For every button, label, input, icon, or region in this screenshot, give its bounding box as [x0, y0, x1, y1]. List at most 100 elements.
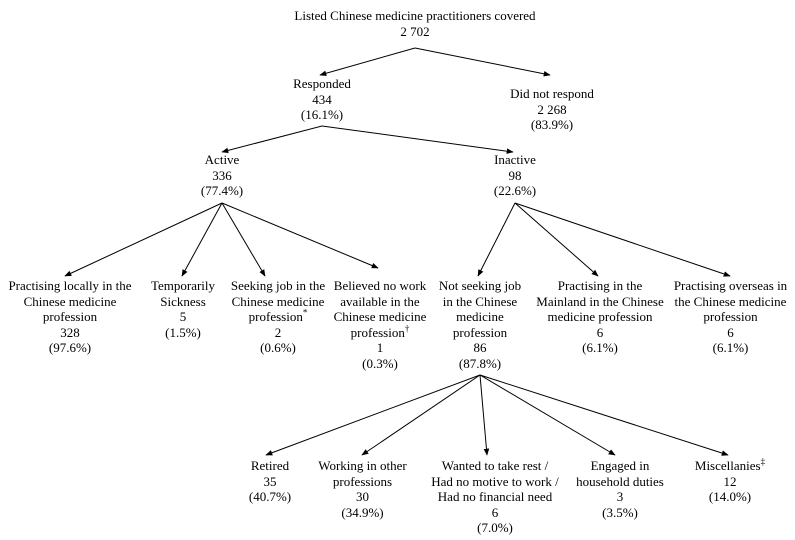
footnote-mark: *: [302, 307, 308, 318]
node-seeking-job-line-text: profession: [248, 309, 303, 324]
node-household-line: Engaged in: [590, 458, 650, 473]
footnote-mark: †: [404, 323, 410, 334]
node-active-pct: (77.4%): [200, 183, 244, 198]
node-believed-line: profession†: [325, 323, 435, 341]
node-miscellanies-count: 12: [723, 473, 737, 489]
node-working-other: Working in other professions 30 (34.9%): [305, 458, 420, 520]
node-mainland-line: Mainland in the Chinese: [536, 293, 664, 309]
node-miscellanies: Miscellanies‡ 12 (14.0%): [680, 456, 780, 505]
edge-root-did-not-respond: [414, 47, 551, 77]
node-inactive-label: Inactive: [494, 152, 536, 167]
node-miscellanies-pct: (14.0%): [708, 489, 752, 504]
node-seeking-job-count: 2: [274, 324, 282, 340]
node-household-count: 3: [616, 489, 624, 504]
node-overseas-line: the Chinese medicine: [674, 293, 787, 309]
footnote-mark: ‡: [760, 456, 766, 467]
edge-notseeking-household: [479, 374, 616, 456]
node-active: Active 336 (77.4%): [172, 152, 272, 199]
node-responded-pct: (16.1%): [300, 107, 344, 122]
node-miscellanies-line: Miscellanies‡: [680, 456, 780, 474]
node-overseas-count: 6: [727, 324, 734, 340]
node-not-seeking-line: Not seeking job: [438, 278, 522, 293]
node-did-not-respond-pct: (83.9%): [530, 117, 574, 132]
node-not-seeking-line: profession: [452, 324, 508, 340]
edge-inactive-mainland: [514, 202, 599, 277]
node-practising-mainland: Practising in the Mainland in the Chines…: [530, 278, 670, 356]
node-seeking-job: Seeking job in the Chinese medicine prof…: [222, 278, 334, 356]
node-miscellanies-line-text: Miscellanies: [694, 458, 761, 473]
node-inactive-count: 98: [508, 167, 522, 183]
node-retired: Retired 35 (40.7%): [240, 458, 300, 505]
edge-notseeking-wanted-rest: [479, 374, 490, 456]
node-root: Listed Chinese medicine practitioners co…: [265, 8, 565, 39]
node-not-seeking-count: 86: [473, 340, 487, 355]
edge-responded-inactive: [321, 125, 514, 154]
node-practising-locally-line: Chinese medicine: [23, 293, 117, 309]
edge-active-practising-locally: [64, 202, 223, 277]
node-did-not-respond-count: 2 268: [537, 101, 567, 117]
node-wanted-rest-line: Wanted to take rest /: [441, 458, 549, 473]
node-believed-line-text: profession: [350, 324, 405, 340]
node-household: Engaged in household duties 3 (3.5%): [565, 458, 675, 520]
node-wanted-rest-line: Had no motive to work /: [431, 473, 559, 489]
node-seeking-job-line: profession*: [222, 307, 334, 325]
edge-responded-active: [221, 125, 323, 154]
node-wanted-rest-line: Had no financial need: [437, 489, 553, 504]
edge-inactive-overseas: [514, 202, 731, 277]
node-retired-count: 35: [263, 473, 277, 489]
node-mainland-count: 6: [596, 324, 604, 340]
node-root-count: 2 702: [400, 23, 430, 39]
node-root-label: Listed Chinese medicine practitioners co…: [294, 8, 536, 23]
node-temporarily-count: 5: [179, 309, 187, 324]
node-not-seeking-pct: (87.8%): [458, 355, 502, 371]
node-inactive: Inactive 98 (22.6%): [465, 152, 565, 199]
node-did-not-respond-label: Did not respond: [510, 86, 594, 101]
node-practising-locally-line: profession: [42, 309, 98, 324]
node-active-count: 336: [212, 167, 232, 183]
node-working-other-line: professions: [332, 473, 393, 489]
edge-notseeking-working-other: [361, 374, 481, 456]
node-not-seeking: Not seeking job in the Chinese medicine …: [428, 278, 532, 371]
edge-active-seeking-job: [221, 202, 266, 277]
node-household-line: household duties: [576, 473, 664, 489]
node-working-other-line: Working in other: [318, 458, 407, 473]
node-believed-line: Believed no work: [333, 278, 427, 293]
node-practising-overseas: Practising overseas in the Chinese medic…: [668, 278, 793, 356]
node-retired-pct: (40.7%): [248, 489, 292, 504]
node-overseas-line: Practising overseas in: [673, 278, 788, 293]
node-did-not-respond: Did not respond 2 268 (83.9%): [487, 86, 617, 133]
node-believed-pct: (0.3%): [362, 355, 398, 371]
node-seeking-job-pct: (0.6%): [260, 340, 296, 355]
node-practising-locally: Practising locally in the Chinese medici…: [0, 278, 140, 356]
node-practising-locally-line: Practising locally in the: [8, 278, 132, 293]
node-not-seeking-line: medicine: [456, 309, 504, 324]
node-temporarily-line: Temporarily: [150, 278, 216, 293]
node-responded-label: Responded: [293, 76, 351, 91]
node-working-other-pct: (34.9%): [341, 504, 384, 520]
node-believed-line: Chinese medicine: [333, 309, 427, 324]
node-wanted-rest-pct: (7.0%): [477, 520, 513, 535]
node-overseas-pct: (6.1%): [712, 340, 749, 355]
node-believed-count: 1: [376, 340, 384, 355]
node-seeking-job-line: Seeking job in the: [230, 278, 326, 293]
node-believed-no-work: Believed no work available in the Chines…: [325, 278, 435, 371]
edge-inactive-not-seeking: [477, 202, 516, 277]
node-not-seeking-line: in the Chinese: [442, 293, 518, 309]
edge-root-responded: [319, 47, 416, 76]
node-temporarily-line: Sickness: [160, 293, 206, 309]
edge-active-temporarily: [181, 202, 223, 277]
edge-active-believed: [221, 202, 379, 269]
node-wanted-rest: Wanted to take rest / Had no motive to w…: [420, 458, 570, 536]
node-inactive-pct: (22.6%): [493, 183, 537, 198]
node-temporarily-sickness: Temporarily Sickness 5 (1.5%): [138, 278, 228, 340]
edge-notseeking-miscellanies: [479, 374, 729, 456]
node-mainland-pct: (6.1%): [582, 340, 618, 355]
edge-notseeking-retired: [265, 374, 481, 456]
node-active-label: Active: [204, 152, 240, 167]
node-wanted-rest-count: 6: [491, 504, 499, 520]
node-seeking-job-line: Chinese medicine: [231, 293, 325, 309]
node-working-other-count: 30: [356, 489, 369, 504]
node-retired-line: Retired: [250, 458, 290, 473]
